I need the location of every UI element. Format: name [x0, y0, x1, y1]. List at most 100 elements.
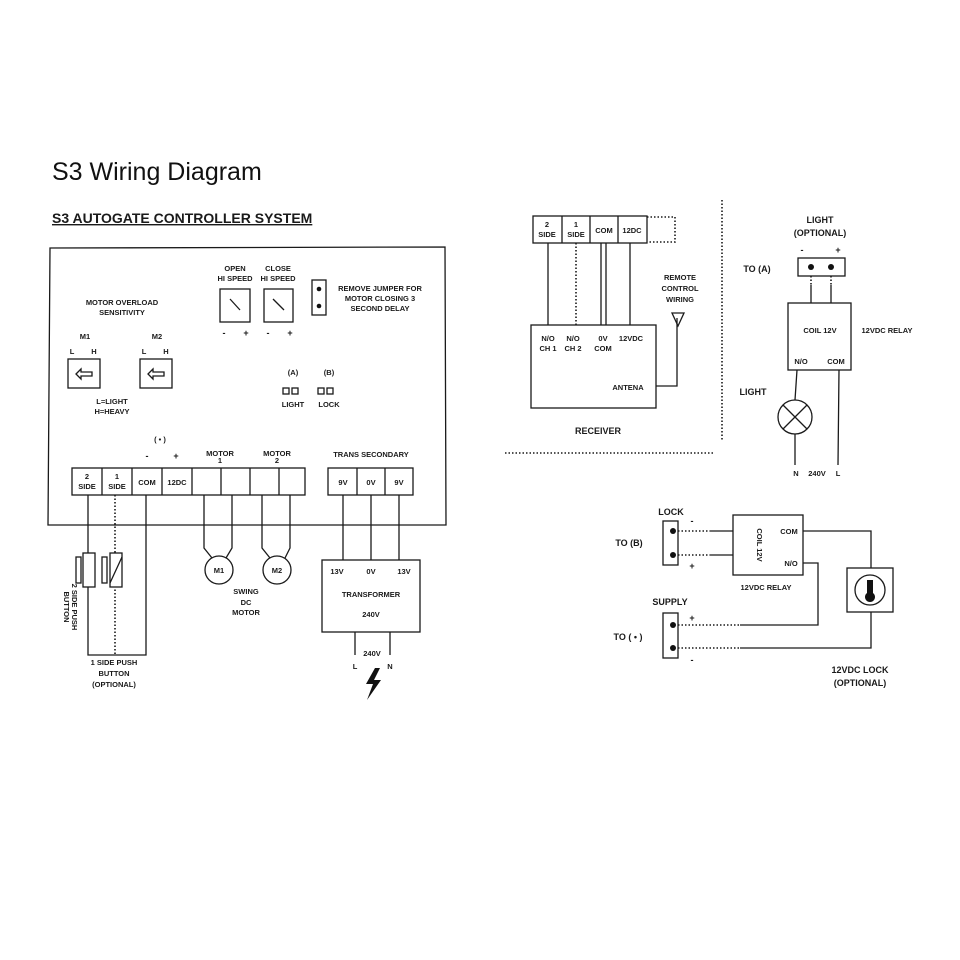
lock-terminal[interactable]	[317, 387, 325, 395]
light-terminal[interactable]	[282, 387, 290, 395]
light-circuit: LIGHT (OPTIONAL) - + TO (A) COIL 12V 12V…	[740, 215, 913, 478]
lock-name: 12VDC LOCK	[831, 665, 889, 675]
terminal-1-side[interactable]: 1	[115, 472, 119, 481]
remote-wiring-label: CONTROL	[661, 284, 698, 293]
transformer-output: 13V	[397, 567, 410, 576]
arrow-left-icon	[147, 367, 165, 381]
minus-sign: -	[146, 451, 149, 461]
receiver-box	[530, 324, 657, 409]
close-speed-potentiometer[interactable]	[263, 288, 294, 323]
jumper-note: SECOND DELAY	[351, 304, 410, 313]
rx-label: N/O	[566, 334, 580, 343]
legend-heavy: H=HEAVY	[94, 407, 129, 416]
jumper-pin-icon	[316, 303, 322, 309]
motor1-label: MOTOR	[206, 449, 234, 458]
remote-wiring-label: WIRING	[666, 295, 694, 304]
push2-label: BUTTON	[62, 591, 71, 622]
jumper-note: MOTOR CLOSING 3	[345, 294, 415, 303]
light-terminal[interactable]	[291, 387, 299, 395]
m1-sensitivity-switch[interactable]	[67, 358, 101, 389]
rx-terminal-com: COM	[595, 226, 613, 235]
page-title: S3 Wiring Diagram	[52, 158, 262, 186]
swing-motor-label: SWING	[233, 587, 259, 596]
terminal-0v[interactable]: 0V	[366, 478, 375, 487]
swing-motor-label: DC	[241, 598, 252, 607]
lock-output-label: LOCK	[318, 400, 340, 409]
push-button-2-side	[82, 552, 96, 588]
terminal-1-side[interactable]: SIDE	[108, 482, 126, 491]
transformer-label: TRANSFORMER	[342, 590, 401, 599]
terminal-9v[interactable]: 9V	[394, 478, 403, 487]
rx-label: 0V	[598, 334, 607, 343]
plus-sign: +	[287, 328, 292, 338]
terminal-2-side[interactable]: 2	[85, 472, 89, 481]
relay-label: 12VDC RELAY	[862, 326, 913, 335]
open-speed-potentiometer[interactable]	[219, 288, 251, 323]
terminal-com[interactable]: COM	[138, 478, 156, 487]
plus-sign: +	[689, 561, 694, 571]
m2-sensitivity-switch[interactable]	[139, 358, 173, 389]
knob-icon	[272, 298, 285, 311]
open-hi-speed-label: HI SPEED	[217, 274, 253, 283]
minus-sign: -	[691, 655, 694, 665]
motor2-number: 2	[275, 456, 279, 465]
light-relay	[787, 302, 852, 371]
antenna-label: ANTENA	[612, 383, 644, 392]
b-label: (B)	[324, 368, 335, 377]
close-hi-speed-label: CLOSE	[265, 264, 291, 273]
rx-label: COM	[594, 344, 612, 353]
receiver-label: RECEIVER	[575, 426, 622, 436]
coil-label: COIL 12V	[755, 528, 764, 561]
rx-terminal-2-side: 2	[545, 220, 549, 229]
push2-label: 2 SIDE PUSH	[70, 584, 79, 631]
minus-sign: -	[223, 328, 226, 338]
to-supply-label: TO ( • )	[614, 632, 643, 642]
rx-terminal-1-side: 1	[574, 220, 578, 229]
close-hi-speed-label: HI SPEED	[260, 274, 296, 283]
h-label: H	[91, 347, 96, 356]
push1-label: BUTTON	[98, 669, 129, 678]
motor-m1-icon	[204, 555, 234, 585]
h-label: H	[163, 347, 168, 356]
terminal-9v[interactable]: 9V	[338, 478, 347, 487]
section-title: S3 AUTOGATE CONTROLLER SYSTEM	[52, 210, 312, 226]
terminal-2-side[interactable]: SIDE	[78, 482, 96, 491]
jumper-pin-icon	[316, 286, 322, 292]
l-label: L	[70, 347, 75, 356]
knob-icon	[229, 298, 241, 311]
jumper[interactable]	[311, 279, 327, 316]
lock-icon	[865, 580, 875, 602]
transformer: 13V 0V 13V TRANSFORMER 240V 240V L N	[321, 495, 421, 700]
no-label: N/O	[794, 357, 808, 366]
push1-label: (OPTIONAL)	[92, 680, 136, 689]
a-label: (A)	[288, 368, 299, 377]
relay-label: 12VDC RELAY	[741, 583, 792, 592]
controller-board: OPEN HI SPEED CLOSE HI SPEED - + - + REM…	[47, 246, 447, 526]
lightning-icon	[366, 668, 381, 700]
push-buttons: 2 SIDE PUSH BUTTON 1 SIDE PUSH BUTTON (O…	[62, 495, 147, 689]
rx-label: 12VDC	[619, 334, 644, 343]
open-hi-speed-label: OPEN	[224, 264, 245, 273]
live-label: L	[836, 469, 841, 478]
live-label: L	[353, 662, 358, 671]
minus-sign: -	[267, 328, 270, 338]
lock-circuit: LOCK TO (B) - + COIL 12V COM N/O 12VDC R…	[614, 507, 894, 688]
swing-motor-label: MOTOR	[232, 608, 260, 617]
light-title: LIGHT	[807, 215, 834, 225]
motor-m2-icon	[262, 555, 292, 585]
lock-terminal[interactable]	[326, 387, 334, 395]
neutral-label: N	[387, 662, 392, 671]
transformer-output: 0V	[366, 567, 375, 576]
rx-label: CH 1	[539, 344, 556, 353]
to-b-label: TO (B)	[615, 538, 642, 548]
light-output-label: LIGHT	[282, 400, 305, 409]
terminal-12dc[interactable]: 12DC	[167, 478, 187, 487]
push1-label: 1 SIDE PUSH	[91, 658, 138, 667]
antenna-icon	[670, 312, 686, 328]
overload-label: SENSITIVITY	[99, 308, 145, 317]
coil-label: COIL 12V	[803, 326, 836, 335]
transformer-input: 240V	[362, 610, 380, 619]
com-label: COM	[780, 527, 798, 536]
rx-terminal-12dc: 12DC	[622, 226, 642, 235]
plus-sign: +	[835, 245, 840, 255]
